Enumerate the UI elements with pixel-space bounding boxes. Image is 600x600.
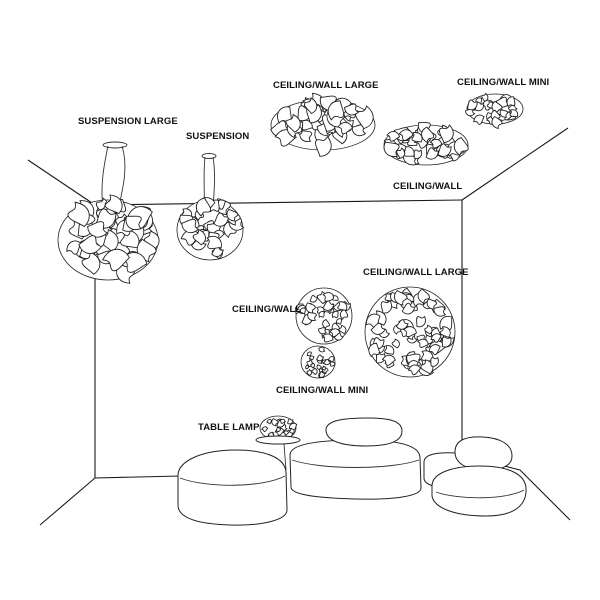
suspension-canopy <box>201 153 217 159</box>
center-sofa <box>289 439 422 500</box>
label-suspension-large: SUSPENSION LARGE <box>78 116 178 127</box>
ceiling-wall-large-top-lamp <box>270 92 376 157</box>
label-suspension: SUSPENSION <box>186 131 249 142</box>
floor-right-edge <box>519 469 571 521</box>
label-ceiling-wall-large-wall: CEILING/WALL LARGE <box>363 267 469 278</box>
side-table-top <box>255 435 301 445</box>
lamps <box>57 92 524 441</box>
ceiling-wall-mini-wall-lamp <box>300 345 336 379</box>
sofa-cushion <box>325 417 403 447</box>
label-ceiling-wall-mini-top: CEILING/WALL MINI <box>457 77 549 88</box>
label-ceiling-wall-large-top: CEILING/WALL LARGE <box>273 80 379 91</box>
left-wall-top-edge <box>27 159 96 206</box>
suspension-lamp <box>176 197 245 261</box>
ceiling-wall-wall-lamp <box>294 287 353 345</box>
suspension-large-lamp <box>57 194 160 284</box>
sofa-group <box>177 417 527 526</box>
back-wall-bottom <box>94 475 181 479</box>
ceiling-wall-mini-top-lamp <box>464 92 524 130</box>
table-lamp <box>259 415 298 441</box>
side-table-leg <box>283 443 287 471</box>
ceiling-wall-top-lamp <box>383 122 469 166</box>
left-pouf <box>177 449 288 526</box>
suspension-large-canopy <box>102 141 128 149</box>
floor-left-edge <box>39 477 96 526</box>
label-ceiling-wall-wall: CEILING/WALL <box>232 304 301 315</box>
right-lounger <box>431 465 527 517</box>
label-ceiling-wall-top: CEILING/WALL <box>393 181 462 192</box>
right-backrest <box>454 436 513 471</box>
right-wall-top-edge <box>461 127 569 201</box>
label-ceiling-wall-mini-wall: CEILING/WALL MINI <box>276 385 368 396</box>
back-wall-top <box>94 199 463 206</box>
ceiling-wall-large-wall-lamp <box>364 286 456 378</box>
label-table-lamp: TABLE LAMP <box>198 422 260 433</box>
labels: SUSPENSION LARGE SUSPENSION CEILING/WALL… <box>78 77 549 433</box>
